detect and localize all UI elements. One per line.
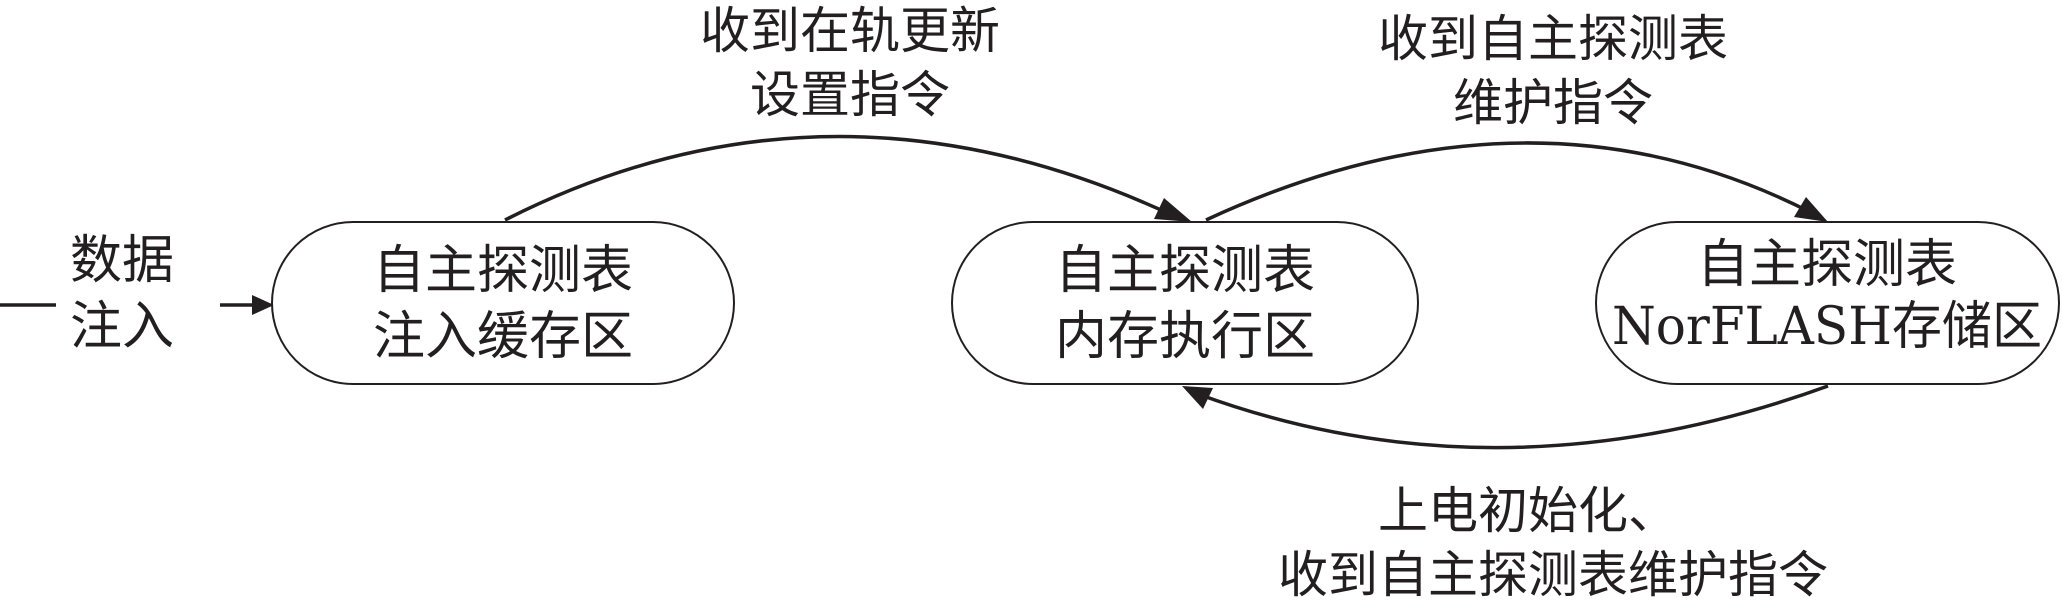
edge-buffer-to-memory-label-line-2: 设置指令 [750, 66, 950, 124]
edge-memory-to-norflash-label-line-1: 收到自主探测表 [1378, 10, 1728, 68]
edge-memory-to-norflash-curve [1205, 141, 1811, 222]
edge-norflash-to-memory: 上电初始化、 收到自主探测表维护指令 [1182, 384, 1829, 604]
edge-memory-to-norflash-label-line-2: 维护指令 [1453, 74, 1653, 132]
edge-memory-to-norflash-arrowhead [1794, 197, 1828, 222]
node-memory-execution-line-1: 自主探测表 [1055, 241, 1315, 301]
edge-memory-to-norflash: 收到自主探测表 维护指令 [1205, 10, 1828, 222]
edge-norflash-to-memory-label-line-2: 收到自主探测表维护指令 [1278, 546, 1828, 604]
input-label-line-2: 注入 [70, 297, 174, 357]
node-norflash-storage: 自主探测表 NorFLASH存储区 [1595, 221, 2060, 385]
node-injection-buffer: 自主探测表 注入缓存区 [271, 221, 735, 385]
edge-norflash-to-memory-label-line-1: 上电初始化、 [1378, 482, 1678, 540]
node-injection-buffer-shape [271, 221, 735, 385]
edge-buffer-to-memory-label-line-1: 收到在轨更新 [700, 2, 1000, 60]
node-norflash-storage-line-2: NorFLASH存储区 [1612, 297, 2042, 357]
node-injection-buffer-line-2: 注入缓存区 [373, 307, 633, 367]
edge-buffer-to-memory-arrowhead [1154, 198, 1192, 222]
node-injection-buffer-line-1: 自主探测表 [373, 241, 633, 301]
edge-buffer-to-memory-curve [504, 134, 1175, 222]
edge-norflash-to-memory-arrowhead [1182, 386, 1213, 409]
node-norflash-storage-line-1: 自主探测表 [1697, 235, 1957, 295]
node-memory-execution-shape [951, 221, 1419, 385]
data-injection-input: 数据 注入 [0, 231, 274, 357]
node-memory-execution-line-2: 内存执行区 [1055, 307, 1315, 367]
node-memory-execution: 自主探测表 内存执行区 [951, 221, 1419, 385]
input-label-line-1: 数据 [70, 231, 174, 291]
edge-buffer-to-memory: 收到在轨更新 设置指令 [504, 2, 1192, 222]
edge-norflash-to-memory-curve [1197, 384, 1829, 450]
node-norflash-storage-shape [1595, 221, 2060, 385]
input-arrowhead [252, 295, 274, 315]
